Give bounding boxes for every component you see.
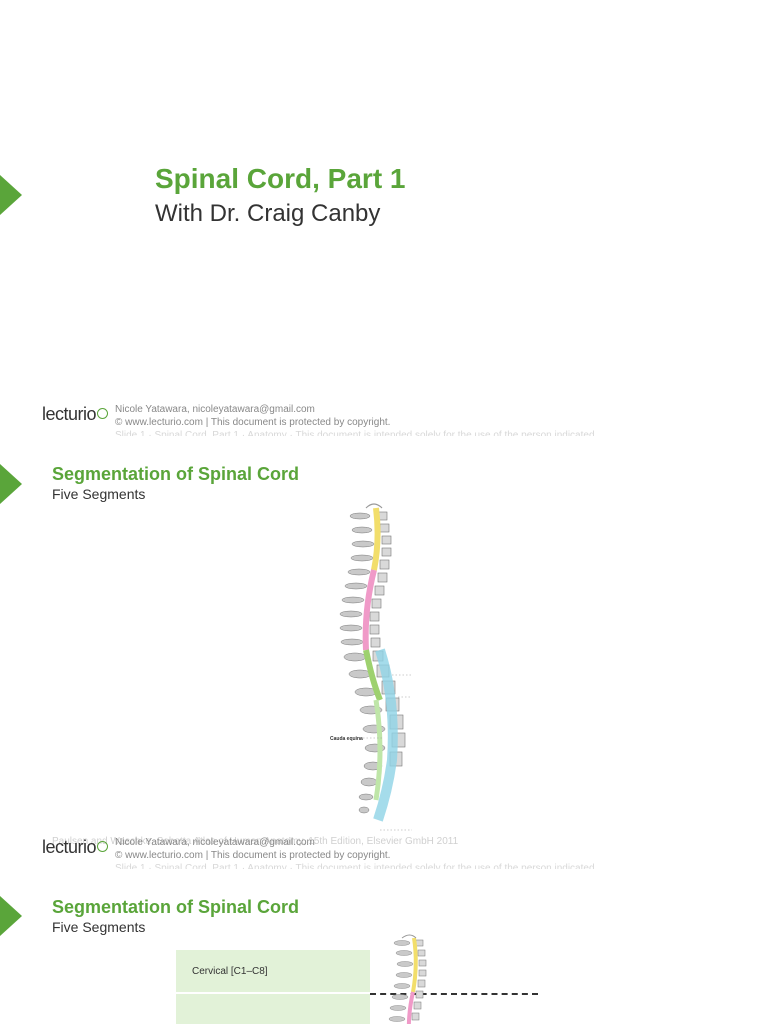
lecture-subtitle: With Dr. Craig Canby: [155, 200, 381, 227]
footer-user: Nicole Yatawara, nicoleyatawara@gmail.co…: [115, 404, 315, 415]
spinal-cord-figure: Cauda equina: [330, 503, 412, 831]
footer-copyright: © www.lecturio.com | This document is pr…: [115, 850, 391, 861]
slide-arrow-marker: [0, 896, 22, 936]
slide-arrow-marker: [0, 464, 22, 504]
segment-divider-line: [370, 993, 538, 995]
logo-play-icon: [97, 841, 109, 852]
segment-row-cervical: Cervical [C1–C8]: [176, 950, 370, 992]
title-slide: Spinal Cord, Part 1 With Dr. Craig Canby…: [0, 0, 768, 440]
footer-user: Nicole Yatawara, nicoleyatawara@gmail.co…: [115, 837, 315, 848]
footer-faint-text: Slide 1 · Spinal Cord, Part 1 · Anatomy …: [115, 863, 595, 869]
logo-play-icon: [97, 408, 109, 419]
slide-arrow-marker: [0, 175, 22, 215]
footer-faint-text: Slide 1 · Spinal Cord, Part 1 · Anatomy …: [115, 430, 595, 436]
footer-copyright: © www.lecturio.com | This document is pr…: [115, 417, 391, 428]
figure-credit: Paulsen and Waschke, Sobotta Atlas of Hu…: [52, 836, 459, 847]
cauda-equina-label: Cauda equina: [330, 736, 363, 742]
slide-footer: lecturio Nicole Yatawara, nicoleyatawara…: [42, 404, 742, 440]
slide-title: Segmentation of Spinal Cord: [52, 897, 300, 917]
slide-footer: lecturio Nicole Yatawara, nicoleyatawara…: [42, 837, 742, 872]
lecturio-logo: lecturio: [42, 404, 109, 425]
segmentation-slide-2: Segmentation of Spinal Cord Five Segment…: [0, 872, 768, 1024]
slide-subtitle: Five Segments: [52, 919, 146, 935]
slide-title: Segmentation of Spinal Cord: [52, 464, 300, 484]
lecturio-logo: lecturio: [42, 837, 109, 858]
slide-subtitle: Five Segments: [52, 486, 146, 502]
segment-row: [176, 994, 370, 1024]
lecture-title: Spinal Cord, Part 1: [155, 163, 406, 194]
segmentation-slide-1: Segmentation of Spinal Cord Five Segment…: [0, 440, 768, 872]
spinal-cord-figure-small: [388, 934, 427, 1024]
